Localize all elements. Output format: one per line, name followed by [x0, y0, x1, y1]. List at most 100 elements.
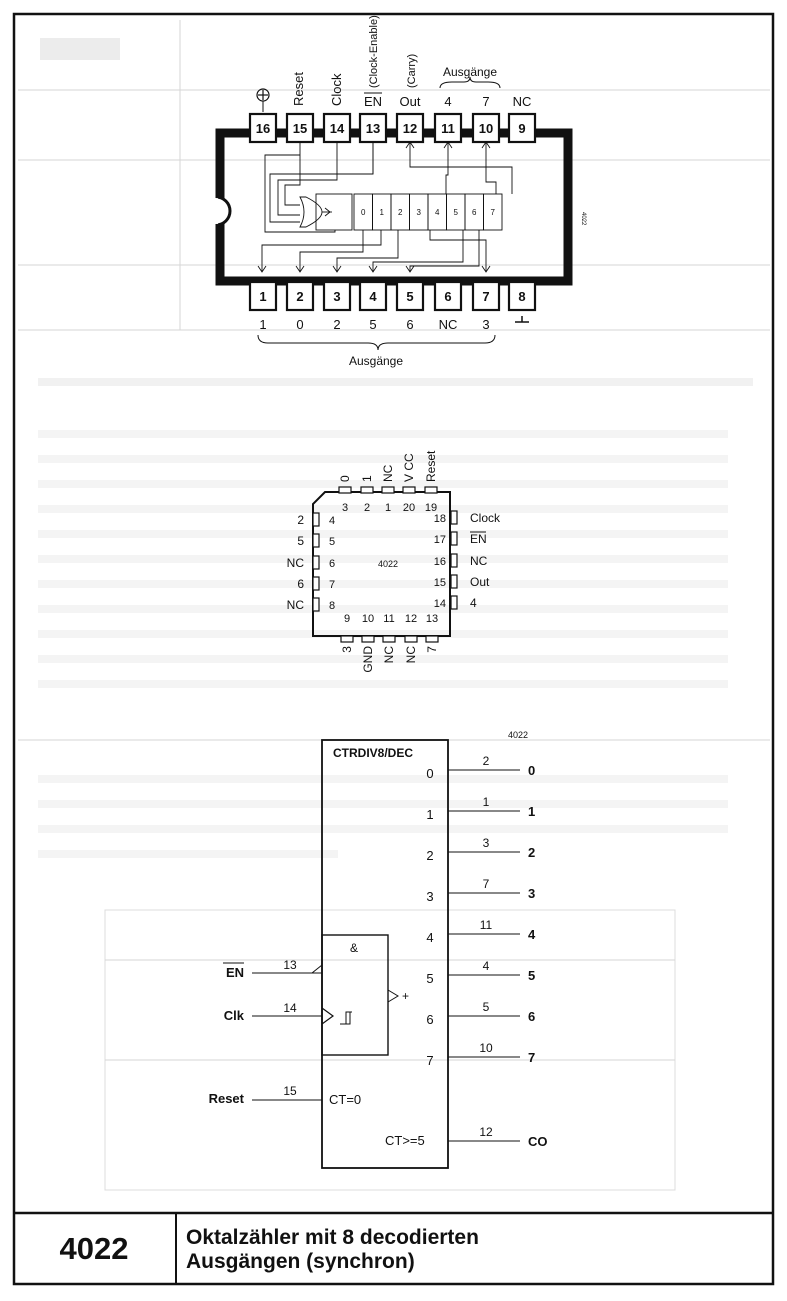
plcc-pad [425, 635, 439, 643]
plcc-pin-label: 3 [340, 646, 354, 653]
output-pin-number: 1 [483, 795, 490, 809]
counter-cell-label: 2 [398, 208, 403, 217]
output-name: 7 [528, 1050, 535, 1065]
count-output-arrow [387, 989, 399, 1003]
plcc-pin-label: GND [361, 646, 375, 673]
plcc-pin-number: 13 [426, 613, 438, 625]
input-en-pin: 13 [283, 958, 297, 972]
plcc-pin-label: NC [404, 646, 418, 664]
logic-input-clk: Clk 14 [224, 1001, 335, 1025]
input-en-label: EN [226, 965, 244, 980]
plcc-pin-number: 9 [344, 613, 350, 625]
dip-bottom-label: 1 [259, 317, 266, 332]
output-name: 4 [528, 927, 536, 942]
output-inner-label: 0 [426, 766, 433, 781]
input-reset-label: Reset [209, 1091, 245, 1106]
plcc-pin-number: 15 [434, 577, 446, 589]
page-frame [12, 12, 775, 1286]
plcc-pin-number: 3 [342, 502, 348, 514]
input-reset-pin: 15 [283, 1084, 297, 1098]
output-inner-label: 2 [426, 848, 433, 863]
plcc-pad [338, 486, 352, 494]
output-inner-label: 7 [426, 1053, 433, 1068]
dip-pin-box [248, 112, 278, 144]
plcc-pin-label: 0 [338, 475, 352, 482]
counter-cell-label: 0 [361, 208, 366, 217]
dip-label-7: 7 [482, 94, 489, 109]
dip-pin-box [322, 280, 352, 312]
plcc-pin-number: 8 [329, 600, 335, 612]
dip-note-clock-enable: (Clock-Enable) [368, 15, 380, 88]
dip-pin-box [507, 112, 537, 144]
plcc-pad [404, 635, 418, 643]
counter-cell-label: 6 [472, 208, 477, 217]
plcc-pad [450, 574, 458, 589]
plcc-pin-label: V CC [402, 453, 416, 482]
output-pin-number: 4 [483, 959, 490, 973]
dip-pin-box [471, 280, 501, 312]
counter-cell-label: 1 [380, 208, 385, 217]
plcc-pin-label: 6 [297, 577, 304, 591]
dip-bottom-label: 0 [296, 317, 303, 332]
logic-input-reset: Reset 15 CT=0 [209, 1084, 362, 1107]
dip-pin-number: 2 [296, 289, 303, 304]
plcc-pin-label: Out [470, 575, 490, 589]
dip-pin-number: 12 [403, 121, 417, 136]
plcc-pad [424, 486, 438, 494]
output-pin-number: 3 [483, 836, 490, 850]
output-name: CO [528, 1134, 548, 1149]
output-pin-number: 11 [480, 918, 493, 932]
input-clk-pin: 14 [283, 1001, 297, 1015]
plcc-pad [450, 553, 458, 568]
output-name: 3 [528, 886, 535, 901]
plcc-pin-number: 14 [434, 598, 446, 610]
plcc-pad [312, 533, 320, 548]
plcc-pin-number: 11 [383, 613, 394, 625]
dip-bottom-label: NC [439, 317, 458, 332]
plcc-pin-number: 12 [405, 613, 417, 625]
dip-pin-number: 15 [293, 121, 307, 136]
dip-label-en: EN [364, 94, 382, 109]
dip-pin-box [471, 112, 501, 144]
plcc-pin-number: 6 [329, 558, 335, 570]
plcc-pad [312, 555, 320, 570]
plcc-pin-number: 16 [434, 556, 446, 568]
negation-icon [311, 963, 323, 974]
part-title-line-1: Oktalzähler mit 8 decodierten [186, 1226, 479, 1249]
dip-pin-number: 16 [256, 121, 270, 136]
plus-symbol: + [402, 989, 409, 1003]
dip-pin-number: 10 [479, 121, 493, 136]
dip-notch [215, 195, 232, 227]
plcc-pad [361, 635, 375, 643]
plcc-pad [381, 486, 395, 494]
plcc-chip-label: 4022 [378, 559, 398, 569]
dip-pin-box [395, 280, 425, 312]
and-symbol: & [350, 941, 358, 955]
plcc-pin-label: 1 [360, 475, 374, 482]
dip-bottom-label: 3 [482, 317, 489, 332]
input-clk-label: Clk [224, 1008, 245, 1023]
control-block [321, 934, 389, 1056]
dip-label-out: Out [400, 94, 421, 109]
plcc-pin-number: 2 [364, 502, 370, 514]
plcc-pad [402, 486, 416, 494]
dip-pin-box [507, 280, 537, 312]
dip-chip-label: 4022 [580, 212, 586, 226]
dip-bottom-label: 2 [333, 317, 340, 332]
plcc-pad [312, 512, 320, 527]
part-number: 4022 [59, 1231, 129, 1266]
dip-bottom-group-label: Ausgänge [349, 354, 403, 368]
dip-pin-number: 3 [333, 289, 340, 304]
dip-bottom-label: 5 [369, 317, 376, 332]
counter-cell-label: 7 [491, 208, 496, 217]
part-title: Oktalzähler mit 8 decodierten Ausgängen … [186, 1226, 766, 1274]
